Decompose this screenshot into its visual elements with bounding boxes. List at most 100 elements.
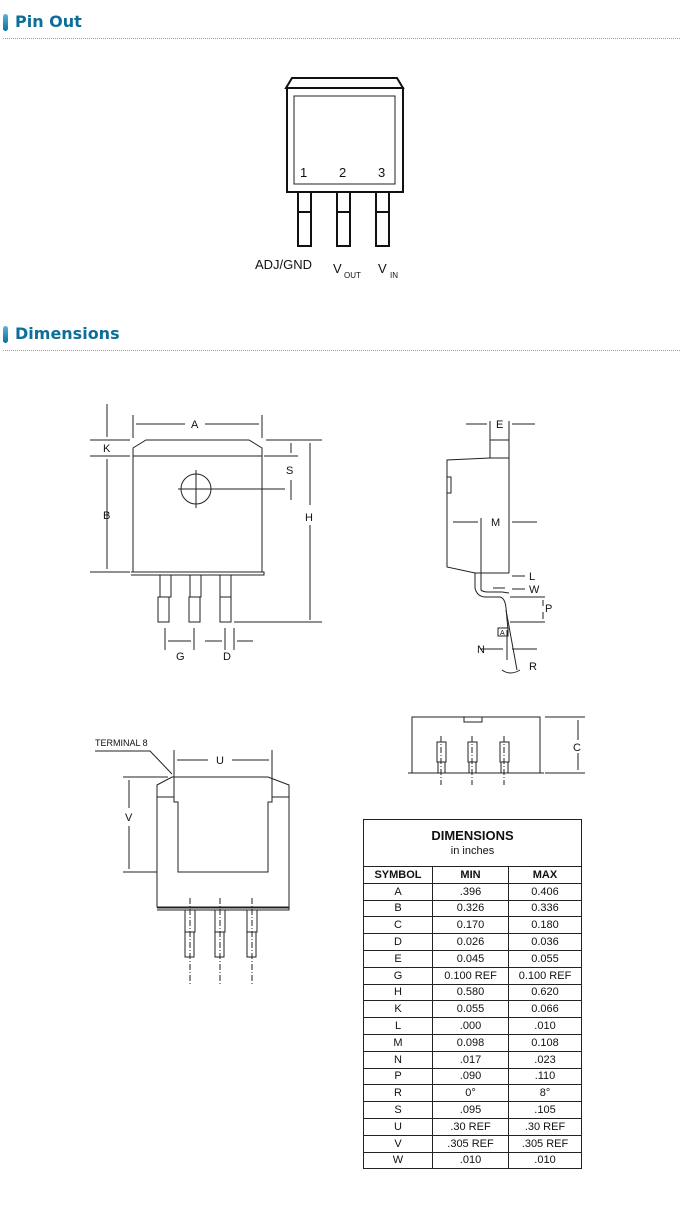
max-cell: 0.108 bbox=[508, 1033, 582, 1052]
dim-label-u: U bbox=[216, 755, 224, 767]
section-bar-icon bbox=[3, 326, 8, 343]
pin-label-vin: V bbox=[378, 261, 387, 276]
symbol-cell: E bbox=[363, 949, 433, 968]
dim-label-n: N bbox=[477, 644, 485, 656]
pin-number: 1 bbox=[300, 165, 307, 180]
symbol-cell: P bbox=[363, 1067, 433, 1086]
pin-label-vout: V bbox=[333, 261, 342, 276]
pin-label-vin-sub: IN bbox=[390, 271, 398, 280]
max-cell: .010 bbox=[508, 1017, 582, 1035]
max-cell: .010 bbox=[508, 1151, 582, 1170]
min-cell: 0.098 bbox=[432, 1033, 509, 1052]
terminal-label: TERMINAL 8 bbox=[95, 738, 148, 748]
divider bbox=[3, 350, 680, 351]
max-cell: .023 bbox=[508, 1050, 582, 1069]
min-cell: .095 bbox=[432, 1101, 509, 1119]
symbol-cell: V bbox=[363, 1134, 433, 1153]
end-view: C bbox=[408, 716, 585, 785]
dim-label-k: K bbox=[103, 443, 111, 455]
symbol-cell: A bbox=[363, 882, 433, 901]
min-cell: 0.326 bbox=[432, 899, 509, 918]
min-cell: .30 REF bbox=[432, 1117, 509, 1136]
pin-number: 2 bbox=[339, 165, 346, 180]
pin-number: 3 bbox=[378, 165, 385, 180]
symbol-cell: B bbox=[363, 899, 433, 918]
table-row: S.095.105 bbox=[363, 1101, 582, 1119]
max-cell: .30 REF bbox=[508, 1117, 582, 1136]
min-cell: .017 bbox=[432, 1050, 509, 1069]
dim-label-c: C bbox=[573, 742, 581, 754]
min-cell: 0.170 bbox=[432, 916, 509, 935]
min-cell: .305 REF bbox=[432, 1134, 509, 1153]
side-view: E M L W P N R A bbox=[446, 419, 552, 674]
max-cell: .110 bbox=[508, 1067, 582, 1086]
max-cell: 0.055 bbox=[508, 949, 582, 968]
dim-label-l: L bbox=[529, 571, 535, 583]
col-max: MAX bbox=[508, 866, 582, 884]
datum-label-a: A bbox=[500, 630, 505, 637]
section-bar-icon bbox=[3, 14, 8, 31]
table-row: U.30 REF.30 REF bbox=[363, 1117, 582, 1136]
front-view: A K B S H G D bbox=[90, 404, 322, 663]
symbol-cell: W bbox=[363, 1151, 433, 1170]
symbol-cell: K bbox=[363, 1000, 433, 1019]
symbol-cell: M bbox=[363, 1033, 433, 1052]
min-cell: .396 bbox=[432, 882, 509, 901]
symbol-cell: C bbox=[363, 916, 433, 935]
min-cell: .010 bbox=[432, 1151, 509, 1170]
dim-label-h: H bbox=[305, 512, 313, 524]
max-cell: .105 bbox=[508, 1101, 582, 1119]
max-cell: 0.100 REF bbox=[508, 966, 582, 985]
table-row: V.305 REF.305 REF bbox=[363, 1134, 582, 1153]
table-subtitle: in inches bbox=[450, 844, 495, 857]
col-symbol: SYMBOL bbox=[363, 866, 433, 884]
max-cell: 0.180 bbox=[508, 916, 582, 935]
section-title: Dimensions bbox=[15, 324, 120, 343]
min-cell: 0.100 REF bbox=[432, 966, 509, 985]
min-cell: 0.055 bbox=[432, 1000, 509, 1019]
max-cell: 0.620 bbox=[508, 983, 582, 1002]
table-row: P.090.110 bbox=[363, 1067, 582, 1086]
max-cell: 0.066 bbox=[508, 1000, 582, 1019]
max-cell: 0.406 bbox=[508, 882, 582, 901]
dim-label-d: D bbox=[223, 651, 231, 663]
pin-label-adj-gnd: ADJ/GND bbox=[255, 257, 312, 272]
max-cell: 0.036 bbox=[508, 933, 582, 951]
min-cell: 0° bbox=[432, 1084, 509, 1103]
section-title: Pin Out bbox=[15, 12, 82, 31]
symbol-cell: H bbox=[363, 983, 433, 1002]
dim-label-b: B bbox=[103, 510, 110, 522]
table-row: N.017.023 bbox=[363, 1050, 582, 1069]
dim-label-v: V bbox=[125, 812, 133, 824]
min-cell: 0.580 bbox=[432, 983, 509, 1002]
dim-label-e: E bbox=[496, 419, 503, 431]
min-cell: 0.026 bbox=[432, 933, 509, 951]
dim-label-p: P bbox=[545, 603, 552, 615]
symbol-cell: U bbox=[363, 1117, 433, 1136]
symbol-cell: R bbox=[363, 1084, 433, 1103]
bottom-view: TERMINAL 8 U V bbox=[95, 738, 290, 985]
table-row: L.000.010 bbox=[363, 1017, 582, 1035]
max-cell: 0.336 bbox=[508, 899, 582, 918]
symbol-cell: D bbox=[363, 933, 433, 951]
symbol-cell: G bbox=[363, 966, 433, 985]
divider bbox=[3, 38, 680, 39]
max-cell: 8° bbox=[508, 1084, 582, 1103]
max-cell: .305 REF bbox=[508, 1134, 582, 1153]
dim-label-g: G bbox=[176, 651, 185, 663]
min-cell: .000 bbox=[432, 1017, 509, 1035]
pinout-diagram: 1 2 3 ADJ/GND V OUT V IN bbox=[255, 77, 405, 280]
symbol-cell: N bbox=[363, 1050, 433, 1069]
